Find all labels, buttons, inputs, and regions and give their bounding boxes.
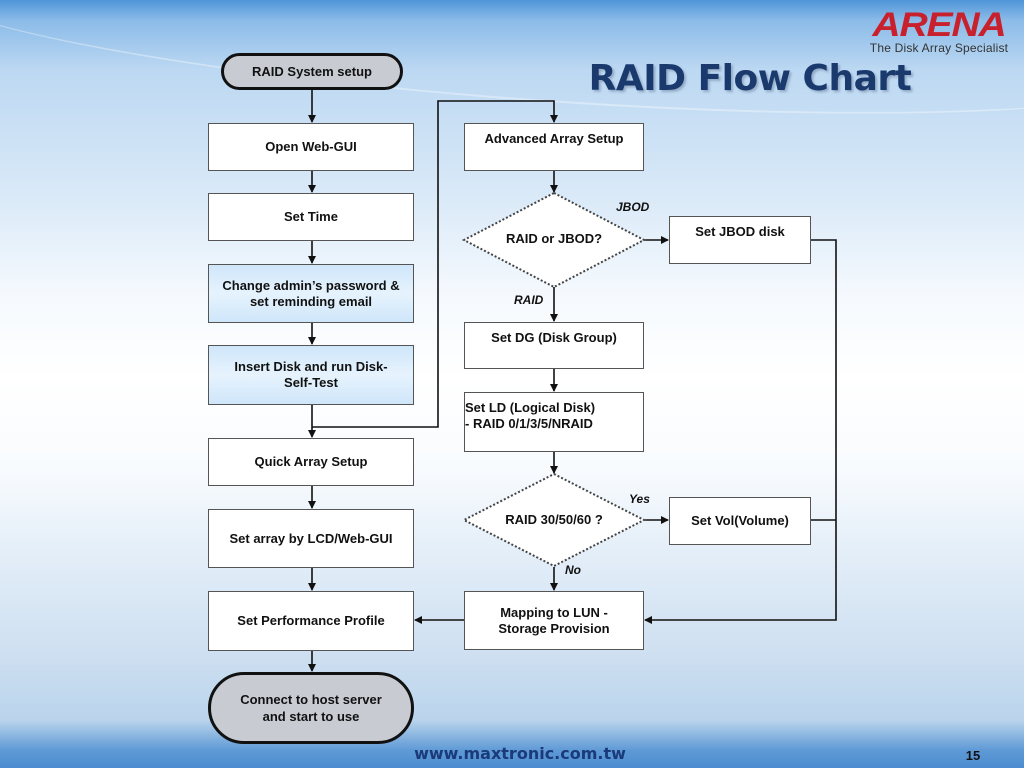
node-quick-array-setup: Quick Array Setup <box>208 438 414 486</box>
node-mapping-lun: Mapping to LUN - Storage Provision <box>464 591 644 650</box>
end-terminal: Connect to host server and start to use <box>208 672 414 744</box>
edge-label-yes: Yes <box>629 492 650 506</box>
logo-tagline: The Disk Array Specialist <box>869 41 1009 55</box>
arrow-to-advanced <box>312 100 558 428</box>
arena-logo: ARENA The Disk Array Specialist <box>862 8 1016 56</box>
edge-label-no: No <box>565 563 581 577</box>
page-number: 15 <box>965 748 981 763</box>
node-set-array: Set array by LCD/Web-GUI <box>208 509 414 568</box>
node-advanced-array-setup: Advanced Array Setup <box>464 123 644 171</box>
footer-website-link[interactable]: www.maxtronic.com.tw <box>414 744 626 763</box>
slide-title: RAID Flow Chart <box>588 58 912 99</box>
decision-diamond-raid30 <box>461 472 647 568</box>
decision-raid30-label: RAID 30/50/60 ? <box>505 512 603 527</box>
node-set-time: Set Time <box>208 193 414 241</box>
arrow-jbod-to-mapping <box>644 239 837 624</box>
node-change-admin-password: Change admin’s password & set reminding … <box>208 264 414 323</box>
logo-wordmark: ARENA <box>872 6 1006 44</box>
edge-label-jbod: JBOD <box>616 200 650 214</box>
node-set-vol: Set Vol(Volume) <box>669 497 811 545</box>
node-set-jbod-disk: Set JBOD disk <box>669 216 811 264</box>
node-set-ld: Set LD (Logical Disk) - RAID 0/1/3/5/NRA… <box>464 392 644 452</box>
decision-diamond-raid-or-jbod <box>461 191 647 289</box>
mapping-line1: Mapping to LUN - <box>500 604 608 620</box>
node-set-dg: Set DG (Disk Group) <box>464 322 644 369</box>
node-insert-disk: Insert Disk and run Disk-Self-Test <box>208 345 414 405</box>
start-terminal: RAID System setup <box>221 53 403 90</box>
set-ld-line2: - RAID 0/1/3/5/NRAID <box>465 416 593 431</box>
mapping-line2: Storage Provision <box>498 620 610 636</box>
node-open-web-gui: Open Web-GUI <box>208 123 414 171</box>
decision-raid-or-jbod-label: RAID or JBOD? <box>505 231 603 246</box>
node-set-performance-profile: Set Performance Profile <box>208 591 414 651</box>
set-ld-line1: Set LD (Logical Disk) <box>465 400 596 415</box>
edge-label-raid: RAID <box>514 293 544 307</box>
